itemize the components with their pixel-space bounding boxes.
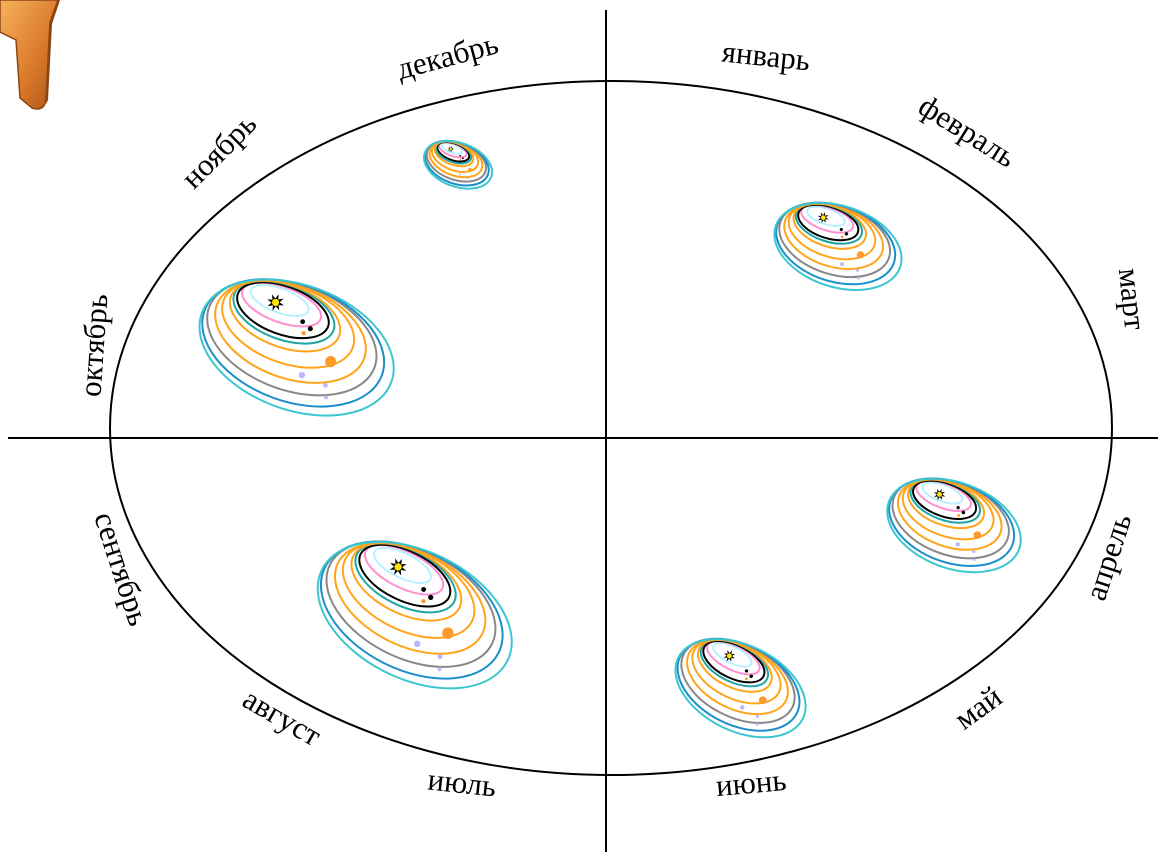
planet-2 — [844, 232, 849, 236]
orbit-2 — [706, 640, 761, 676]
orbit-7 — [686, 638, 789, 716]
orbit-3 — [702, 639, 766, 684]
sun-icon — [267, 294, 284, 311]
planet-6 — [856, 268, 860, 272]
planet-5 — [955, 542, 960, 547]
planet-7 — [755, 723, 759, 726]
planet-6 — [467, 177, 469, 179]
orbit-2 — [800, 204, 855, 234]
solar-system-september — [316, 540, 513, 690]
orbit-7 — [214, 279, 367, 384]
planet-4 — [856, 251, 865, 259]
month-label-march: март — [1112, 266, 1153, 332]
planet-2 — [461, 157, 464, 160]
planet-7 — [972, 558, 976, 562]
month-label-may: май — [947, 679, 1008, 737]
sun-icon — [933, 488, 946, 501]
planet-3 — [957, 514, 961, 517]
orbit-3 — [358, 543, 452, 608]
planet-6 — [972, 549, 976, 554]
orbit-10 — [423, 140, 494, 190]
planet-1 — [956, 505, 960, 510]
planet-2 — [961, 510, 966, 515]
solar-system-october — [198, 278, 395, 417]
orbit-5 — [907, 478, 985, 530]
planet-4 — [973, 531, 982, 539]
month-label-december: декабрь — [393, 26, 502, 87]
planet-3 — [421, 599, 426, 604]
planet-3 — [301, 330, 306, 336]
planet-6 — [755, 714, 760, 718]
planet-7 — [324, 395, 329, 400]
orbit-10 — [773, 201, 903, 292]
planet-2 — [307, 326, 313, 332]
planet-1 — [839, 227, 843, 232]
planet-5 — [458, 173, 462, 176]
orbit-2 — [363, 544, 445, 596]
orbit-5 — [697, 638, 773, 693]
sun-icon — [817, 212, 829, 224]
planet-7 — [467, 181, 470, 184]
orbit-10 — [886, 477, 1022, 574]
solar-system-june — [674, 637, 807, 739]
orbit-3 — [912, 479, 978, 520]
orbit-3 — [797, 203, 860, 242]
sun-icon — [389, 558, 407, 576]
orbit-10 — [316, 540, 513, 690]
planet-5 — [839, 262, 845, 267]
planet-1 — [744, 669, 749, 673]
sun-icon — [447, 146, 454, 152]
month-label-september: сентябрь — [87, 508, 157, 630]
orbit-2 — [915, 479, 972, 512]
planet-4 — [468, 167, 472, 172]
orbit-7 — [783, 202, 884, 270]
month-label-june: июнь — [714, 762, 787, 803]
planet-1 — [459, 154, 462, 157]
orbit-1 — [805, 205, 846, 227]
planet-5 — [413, 640, 421, 648]
planet-6 — [323, 382, 328, 388]
orbit-5 — [350, 542, 463, 622]
orbit-1 — [712, 642, 753, 668]
orbit-1 — [921, 481, 964, 505]
sun-icon — [723, 650, 736, 662]
planet-5 — [740, 705, 745, 710]
month-label-august: август — [237, 681, 328, 753]
easel-leg-icon — [0, 0, 60, 110]
planet-2 — [749, 674, 754, 679]
planet-1 — [421, 586, 427, 592]
planet-3 — [840, 235, 844, 239]
orbit-3 — [236, 281, 330, 340]
month-label-november: ноябрь — [174, 106, 263, 195]
orbit-1 — [249, 284, 310, 317]
planet-6 — [437, 654, 443, 660]
month-label-april: апрель — [1078, 509, 1139, 604]
planet-2 — [428, 594, 434, 601]
planet-7 — [437, 667, 442, 672]
orbit-5 — [228, 279, 342, 353]
orbit-2 — [241, 281, 323, 328]
orbit-1 — [372, 546, 433, 584]
month-label-february: февраль — [913, 88, 1023, 175]
planet-4 — [442, 627, 454, 639]
annual-cycle-ellipse — [109, 80, 1113, 776]
solar-system-december — [423, 139, 494, 190]
planet-1 — [300, 319, 306, 325]
planet-4 — [758, 696, 767, 705]
solar-system-january — [773, 201, 903, 292]
month-label-january: январь — [720, 34, 812, 78]
planet-4 — [325, 356, 337, 368]
planet-3 — [459, 159, 462, 161]
planet-5 — [298, 371, 306, 379]
orbit-7 — [896, 478, 1003, 551]
month-label-july: июль — [426, 762, 498, 804]
month-label-october: октябрь — [72, 293, 114, 398]
orbit-7 — [334, 541, 487, 655]
solar-system-april — [886, 477, 1022, 574]
planet-3 — [744, 677, 748, 681]
planet-7 — [856, 276, 860, 280]
orbit-10 — [198, 278, 395, 417]
orbit-10 — [674, 638, 807, 739]
